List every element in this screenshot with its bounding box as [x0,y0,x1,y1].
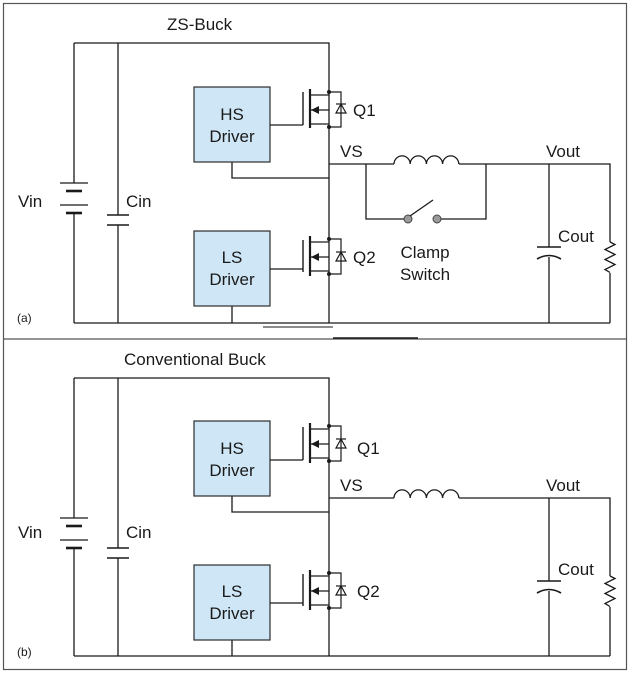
q1-label: Q1 [353,101,376,120]
q2-mosfet-symbol [302,236,348,277]
vin-label: Vin [18,523,42,542]
ls-driver-box [193,564,271,641]
clamp-switch-label-line2: Switch [400,265,450,284]
cin-capacitor-symbol [107,214,129,226]
hs-driver-label-line1: HS [220,105,244,124]
vin-battery-symbol [60,182,88,215]
ls-driver-label-line2: Driver [209,270,255,289]
top-rail [74,377,330,421]
panel-b-tag: (b) [17,645,32,659]
ls-driver-label-line1: LS [222,248,243,267]
cin-label: Cin [126,192,152,211]
hs-driver-label-line1: HS [220,439,244,458]
load-resistor-symbol [603,575,617,608]
panel-b-title: Conventional Buck [124,350,266,369]
cout-capacitor-symbol [536,246,562,260]
hs-driver-return [231,162,329,179]
inductor-to-vout [459,497,611,656]
q2-label: Q2 [357,582,380,601]
load-resistor-symbol [603,241,617,274]
inductor-to-vout [459,163,611,323]
panel-b: Conventional Buck (b) Vin Cin HS Driver [17,350,617,659]
panel-a-title: ZS-Buck [167,15,233,34]
q2-mosfet-symbol [302,570,348,611]
top-rail [74,42,330,87]
q1-label: Q1 [357,439,380,458]
ls-driver-box [193,230,271,307]
clamp-switch-wire [365,164,487,220]
vin-label: Vin [18,192,42,211]
inductor-symbol [393,155,460,165]
panel-a-tag: (a) [17,311,32,325]
cout-capacitor-symbol [536,580,562,594]
ls-driver-label-line1: LS [222,582,243,601]
q2-label: Q2 [353,248,376,267]
panel-a: ZS-Buck (a) Vin Cin HS Driver [17,15,617,339]
vs-label: VS [340,142,363,161]
q1-mosfet-symbol [302,87,348,132]
clamp-switch-symbol [403,199,442,224]
q1-mosfet-symbol [302,421,348,466]
vout-label: Vout [546,142,580,161]
vout-label: Vout [546,476,580,495]
vs-label: VS [340,476,363,495]
vin-battery-symbol [60,517,88,550]
hs-driver-box [193,86,271,163]
inductor-symbol [393,489,460,499]
cout-label: Cout [558,560,594,579]
ls-driver-label-line2: Driver [209,604,255,623]
hs-driver-box [193,420,271,497]
cin-capacitor-symbol [107,547,129,559]
cin-label: Cin [126,523,152,542]
hs-driver-return [231,496,329,513]
hs-driver-label-line2: Driver [209,461,255,480]
hs-driver-label-line2: Driver [209,127,255,146]
cout-label: Cout [558,227,594,246]
clamp-switch-label-line1: Clamp [400,243,449,262]
